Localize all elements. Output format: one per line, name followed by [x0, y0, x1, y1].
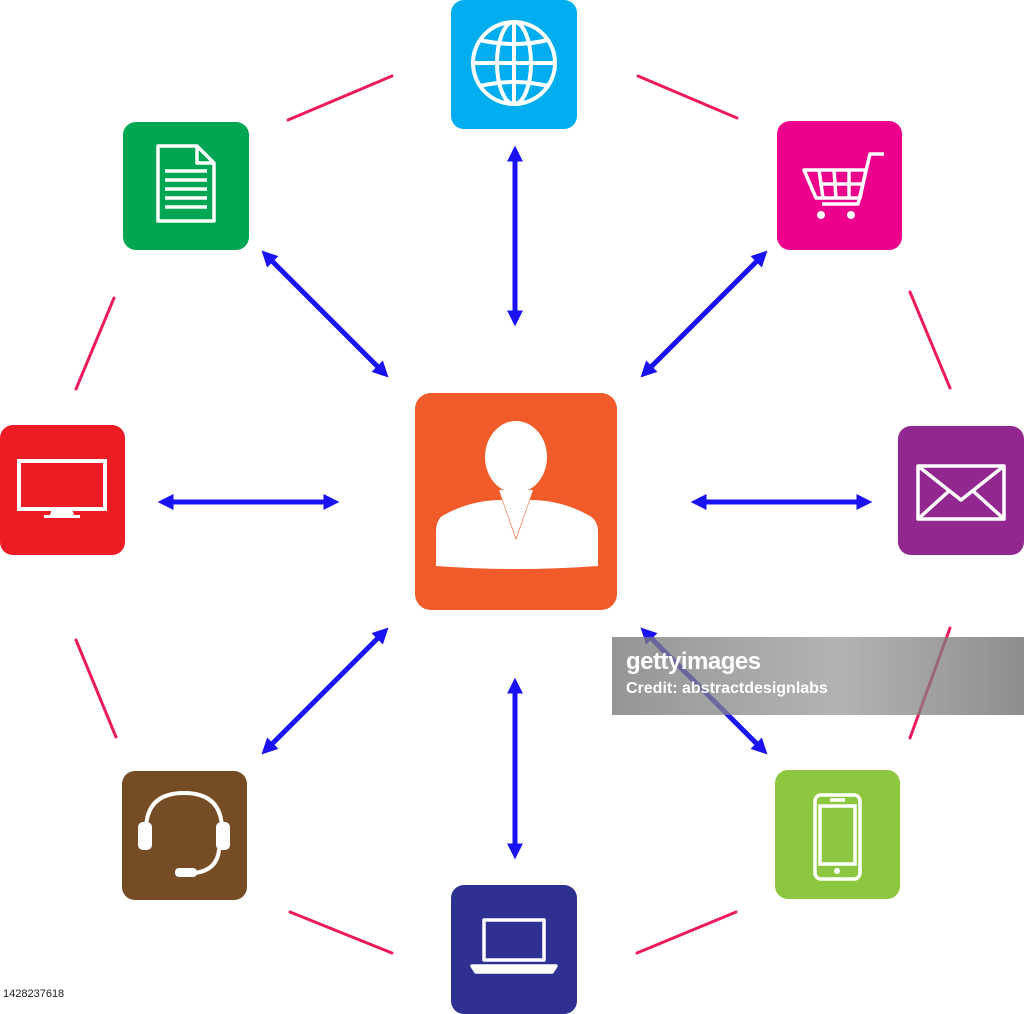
- image-id-label: 1428237618: [0, 985, 68, 1003]
- person-icon: [436, 421, 598, 569]
- watermark-brand: gettyimages: [626, 648, 761, 675]
- monitor-node: [0, 425, 125, 555]
- ring-segment: [635, 910, 738, 955]
- shopping-cart-icon: [802, 152, 884, 219]
- smartphone-icon: [813, 793, 862, 881]
- ring-segment: [908, 290, 952, 390]
- center-person-node: [415, 393, 617, 610]
- ring-segment: [286, 74, 394, 122]
- arrow-headset: [261, 627, 389, 755]
- envelope-icon: [916, 464, 1006, 521]
- shopping-cart-node: [777, 121, 902, 250]
- document-node: [123, 122, 249, 250]
- globe-node: [451, 0, 577, 129]
- laptop-icon: [470, 918, 558, 974]
- document-icon: [156, 144, 216, 223]
- ring-segment: [636, 74, 739, 120]
- monitor-icon: [17, 459, 107, 518]
- arrow-cart: [640, 250, 768, 378]
- laptop-node: [451, 885, 577, 1014]
- watermark-credit: Credit: abstractdesignlabs: [626, 680, 828, 697]
- ring-segment: [288, 910, 394, 955]
- email-node: [898, 426, 1024, 555]
- headset-icon: [138, 790, 230, 877]
- smartphone-node: [775, 770, 900, 899]
- watermark-banner: gettyimages Credit: abstractdesignlabs: [612, 637, 1024, 715]
- headset-node: [122, 771, 247, 900]
- ring-segment: [74, 296, 116, 391]
- globe-icon: [471, 20, 557, 106]
- arrow-document: [261, 250, 389, 378]
- ring-segment: [74, 638, 118, 739]
